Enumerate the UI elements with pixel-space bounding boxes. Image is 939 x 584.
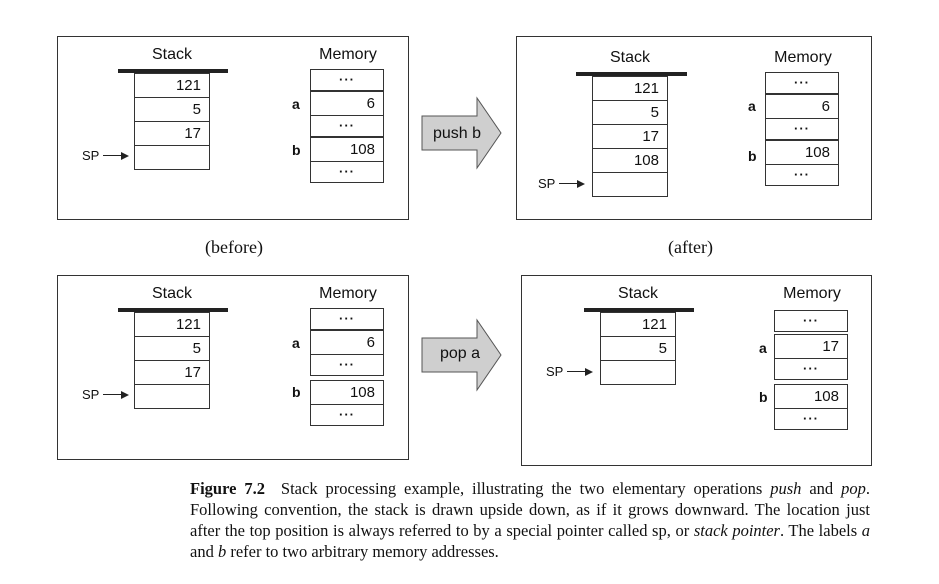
caption-text: . Following convention, the stack is dra… [190, 479, 870, 540]
figure-label: Figure 7.2 [190, 479, 266, 498]
memory-header: Memory [319, 46, 377, 63]
memory-cell-a: 6 [310, 91, 384, 116]
address-label-b: b [292, 142, 301, 158]
figure-caption: Figure 7.2 Stack processing example, ill… [190, 478, 870, 562]
memory-cell-ellipsis: ··· [774, 408, 848, 430]
memory-header: Memory [774, 49, 832, 66]
memory-cell-b: 108 [765, 140, 839, 165]
sp-text: SP [82, 148, 100, 163]
address-label-a: a [292, 335, 300, 351]
stack-cell: 121 [592, 76, 668, 101]
memory-cell-b: 108 [774, 384, 848, 409]
caption-stack-pointer: stack pointer [693, 521, 780, 540]
stack-top-bar [118, 308, 228, 312]
stack-cell-empty [600, 360, 676, 385]
pop-operation-label: pop a [440, 345, 481, 362]
stack-cell: 121 [134, 312, 210, 337]
caption-text: refer to two arbitrary memory addresses. [226, 542, 499, 561]
memory-cell-ellipsis: ··· [765, 164, 839, 186]
stack-cell: 5 [134, 336, 210, 361]
memory-cell-ellipsis: ··· [310, 115, 384, 137]
caption-push: push [770, 479, 802, 498]
memory-cell-ellipsis: ··· [310, 308, 384, 330]
memory-cell-ellipsis: ··· [310, 404, 384, 426]
stack-pointer-label: SP [82, 387, 130, 402]
address-label-b: b [759, 389, 768, 405]
push-arrow-icon [421, 96, 502, 170]
stack-cell: 5 [600, 336, 676, 361]
sp-arrow-icon [121, 390, 130, 399]
stack-cell-empty [592, 172, 668, 197]
stack-pointer-label: SP [546, 364, 594, 379]
push-operation-label: push b [433, 125, 482, 142]
address-label-a: a [292, 96, 300, 112]
caption-text: . The labels [779, 521, 862, 540]
memory-header: Memory [783, 285, 841, 302]
memory-cell-b: 108 [310, 380, 384, 405]
memory-header: Memory [319, 285, 377, 302]
panel-top-left: Stack 121 5 17 SP Memory ··· 6 ··· 108 ·… [57, 36, 409, 220]
stack-cell: 121 [600, 312, 676, 337]
caption-b: b [217, 542, 227, 561]
caption-a: a [861, 521, 871, 540]
after-caption: (after) [668, 237, 713, 257]
caption-text: Stack processing example, illustrating t… [280, 479, 771, 498]
caption-text: and [190, 542, 218, 561]
stack-cell: 17 [592, 124, 668, 149]
stack-header: Stack [151, 46, 192, 63]
stack-top-bar [584, 308, 694, 312]
stack-cell: 17 [134, 360, 210, 385]
sp-arrow-line [103, 155, 122, 156]
address-label-b: b [748, 148, 757, 164]
memory-cell-ellipsis: ··· [774, 310, 848, 332]
sp-text: SP [546, 364, 564, 379]
address-label-b: b [292, 384, 301, 400]
stack-header: Stack [617, 285, 658, 302]
panel-top-right: Stack 121 5 17 108 SP Memory ··· 6 ··· 1… [516, 36, 872, 220]
stack-header: Stack [609, 49, 650, 66]
sp-arrow-line [559, 183, 578, 184]
pop-arrow-icon [421, 318, 502, 392]
memory-cell-ellipsis: ··· [310, 161, 384, 183]
stack-pointer-label: SP [82, 148, 130, 163]
stack-cell: 17 [134, 121, 210, 146]
sp-arrow-icon [121, 151, 130, 160]
stack-cell: 5 [134, 97, 210, 122]
stack-top-bar [576, 72, 687, 76]
stack-cell: 121 [134, 73, 210, 98]
memory-cell-b: 108 [310, 137, 384, 162]
caption-pop: pop [841, 479, 866, 498]
panel-bottom-right: Stack 121 5 SP Memory ··· 17 ··· 108 ···… [521, 275, 872, 466]
memory-cell-ellipsis: ··· [765, 118, 839, 140]
before-caption: (before) [205, 237, 263, 257]
memory-cell-ellipsis: ··· [774, 358, 848, 380]
caption-text: and [801, 479, 842, 498]
address-label-a: a [759, 340, 767, 356]
panel-bottom-left: Stack 121 5 17 SP Memory ··· 6 ··· 108 ·… [57, 275, 409, 460]
memory-cell-ellipsis: ··· [765, 72, 839, 94]
sp-arrow-icon [577, 179, 586, 188]
sp-text: SP [538, 176, 556, 191]
address-label-a: a [748, 98, 756, 114]
sp-arrow-icon [585, 367, 594, 376]
stack-header: Stack [151, 285, 192, 302]
memory-cell-a: 6 [310, 330, 384, 355]
sp-arrow-line [103, 394, 122, 395]
stack-pointer-label: SP [538, 176, 586, 191]
stack-top-bar [118, 69, 228, 73]
memory-cell-a: 17 [774, 334, 848, 359]
memory-cell-ellipsis: ··· [310, 69, 384, 91]
memory-cell-a: 6 [765, 94, 839, 119]
memory-cell-ellipsis: ··· [310, 354, 384, 376]
stack-cell-empty [134, 384, 210, 409]
stack-cell-empty [134, 145, 210, 170]
sp-text: SP [82, 387, 100, 402]
sp-arrow-line [567, 371, 586, 372]
stack-cell: 108 [592, 148, 668, 173]
stack-cell: 5 [592, 100, 668, 125]
